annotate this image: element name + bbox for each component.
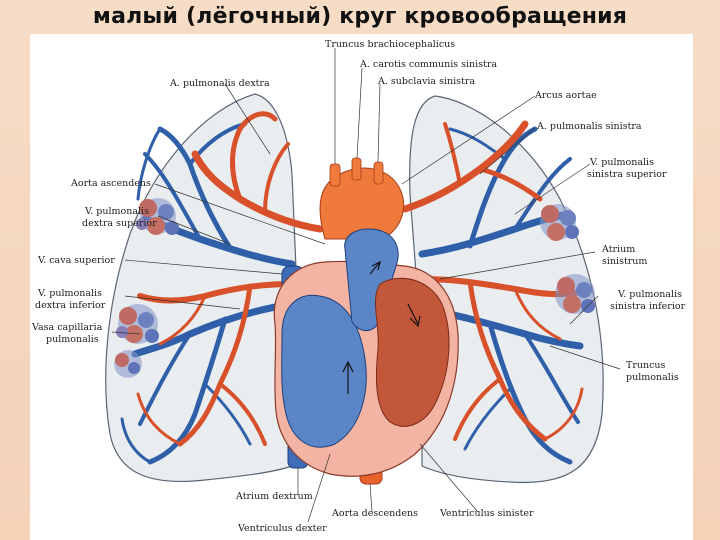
label-truncus-pulmonalis-1: Truncus [626,360,666,371]
capillary-cluster-left-lower [555,274,595,314]
capillary-cluster-right-upper [136,198,179,235]
label-v-pulm-dextra-sup-1: V. pulmonalis [84,206,149,217]
label-pulm-sinistra: A. pulmonalis sinistra [536,121,642,132]
flow-arrow-2 [369,260,381,275]
label-v-pulm-sin-sup-2: sinistra superior [587,169,667,180]
heart [273,157,459,485]
diagram-panel: Truncus brachiocephalicus A. carotis com… [30,34,693,540]
pulmonary-circulation-diagram: Truncus brachiocephalicus A. carotis com… [31,39,686,534]
label-v-pulm-sin-inf-2: sinistra inferior [610,301,686,312]
label-v-cava-superior: V. cava superior [37,255,115,266]
flow-arrow-3 [407,303,421,328]
label-v-pulm-dextra-sup-2: dextra superior [82,218,157,229]
labels: Truncus brachiocephalicus A. carotis com… [31,39,686,534]
label-v-pulm-sin-inf-1: V. pulmonalis [617,289,682,300]
label-aorta-descendens: Aorta descendens [331,508,418,519]
capillary-cluster-right-lower [116,304,159,344]
label-atrium-sinistrum-1: Atrium [601,244,635,255]
right-lung-vessels [120,111,324,465]
label-v-pulm-dextra-inf-2: dextra inferior [35,300,106,311]
flow-arrow-1 [342,360,354,394]
truncus-brachiocephalicus [329,163,341,187]
label-arcus-aortae: Arcus aortae [534,90,597,101]
label-atrium-sinistrum-2: sinistrum [602,256,647,267]
label-atrium-dextrum: Atrium dextrum [235,491,313,502]
label-truncus-pulmonalis-2: pulmonalis [626,372,679,383]
a-carotis-communis [351,157,362,181]
label-carotis: A. carotis communis sinistra [359,59,497,70]
label-aorta-ascendens: Aorta ascendens [70,178,151,189]
capillary-clusters [114,198,595,378]
label-pulm-dextra: A. pulmonalis dextra [169,78,270,89]
label-vasa-capillaria-1: Vasa capillaria [31,322,103,333]
capillary-cluster-right-bottom [114,350,142,378]
capillary-cluster-left-upper [540,204,579,241]
slide-title: малый (лёгочный) круг кровообращения [92,4,628,29]
label-ventriculus-dexter: Ventriculus dexter [237,523,327,534]
a-subclavia [373,161,384,185]
label-vasa-capillaria-2: pulmonalis [46,334,99,345]
right-ventricle [281,294,367,448]
label-v-pulm-dextra-inf-1: V. pulmonalis [37,288,102,299]
left-ventricle [374,277,450,427]
label-subclavia: A. subclavia sinistra [377,76,475,87]
label-ventriculus-sinister: Ventriculus sinister [439,508,534,519]
pulmonary-trunk [344,228,399,332]
right-lung [105,93,301,483]
label-truncus-brachiocephalicus: Truncus brachiocephalicus [325,39,455,50]
label-v-pulm-sin-sup-1: V. pulmonalis [589,157,654,168]
leader-lines [111,48,621,523]
